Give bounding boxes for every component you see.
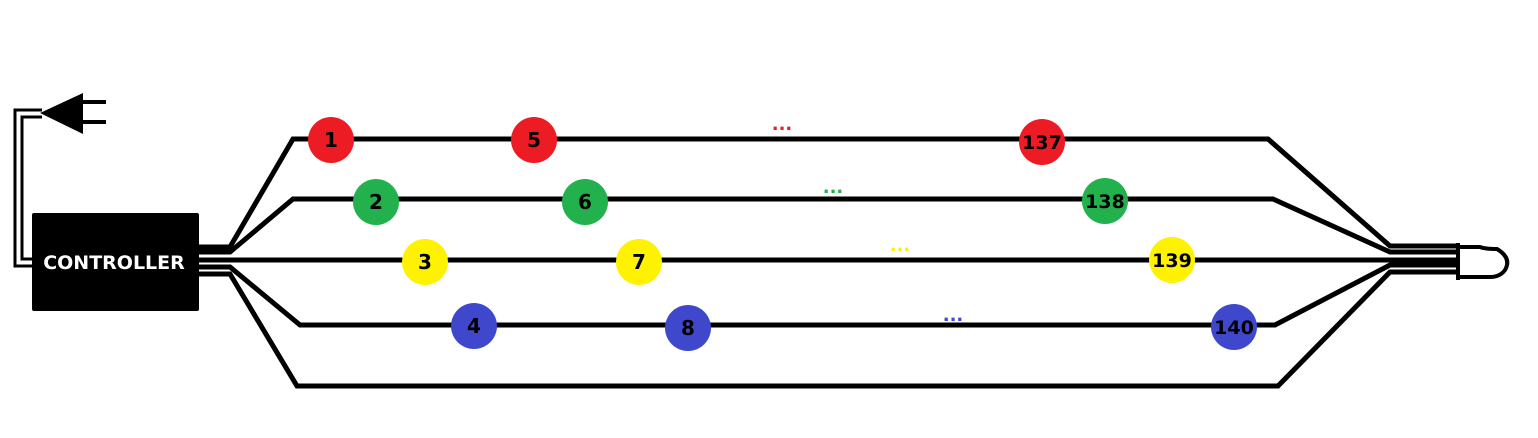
led-label: 138 [1085,191,1125,213]
led-label: 4 [467,314,481,338]
ellipsis-yellow: ... [890,235,911,256]
led-label: 8 [681,316,695,340]
connector-icon [1456,243,1510,280]
wire-blue [198,262,1458,328]
led-label: 140 [1214,317,1254,339]
led-green-6 [562,179,608,225]
wire-green [198,196,1458,255]
led-yellow-7 [616,239,662,285]
led-label: 1 [324,128,338,152]
led-label: 139 [1152,250,1192,272]
led-blue-140 [1211,304,1257,350]
led-red-137 [1019,119,1065,165]
led-label: 2 [369,190,383,214]
ellipsis-blue: ... [943,305,964,326]
led-label: 3 [418,250,432,274]
controller-box [32,213,199,311]
ellipsis-green: ... [823,177,844,198]
led-label: 5 [527,128,541,152]
led-label: 7 [632,250,646,274]
led-blue-8 [665,305,711,351]
controller-label: CONTROLLER [43,252,185,274]
led-green-138 [1082,178,1128,224]
wire-red [198,136,1458,250]
led-green-2 [353,179,399,225]
led-yellow-3 [402,239,448,285]
led-label: 6 [578,190,592,214]
led-blue-4 [451,303,497,349]
led-red-1 [308,117,354,163]
power-plug-icon [40,93,106,134]
power-cord [13,108,42,268]
led-yellow-139 [1149,237,1195,283]
wire-common [198,269,1458,389]
ellipsis-red: ... [772,114,793,135]
led-red-5 [511,117,557,163]
led-label: 137 [1022,132,1062,154]
